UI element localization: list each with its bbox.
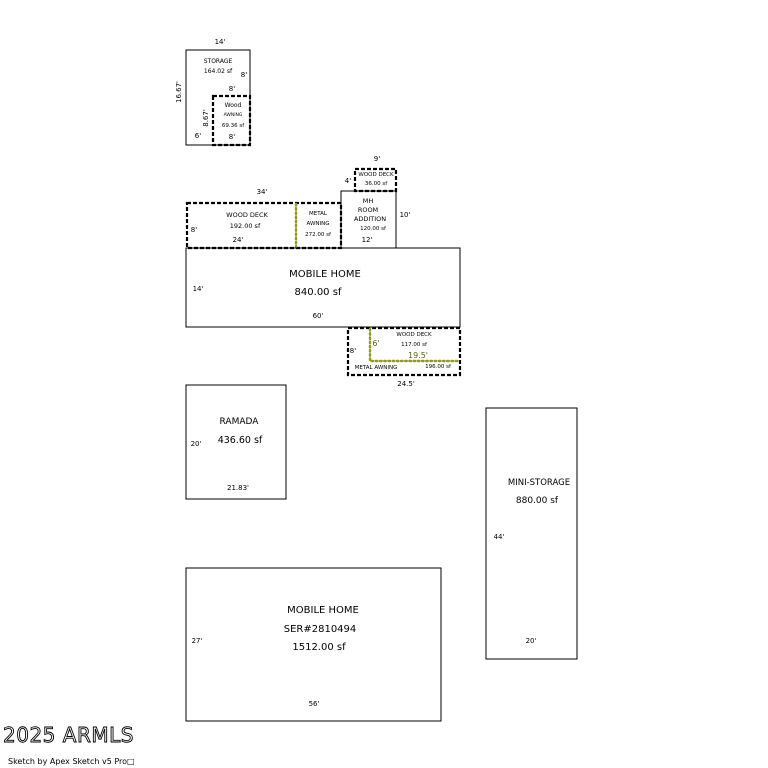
- room-addition-dim-bottom: 12': [362, 236, 373, 244]
- wood-awning-area: Wood AWNING 69.36 sf 8.67' 8': [202, 94, 252, 147]
- metal-awning-top-area: METAL AWNING 272.00 sf: [305, 211, 332, 238]
- wood-deck-right-area: WOOD DECK 117.00 sf 6' 19.5' 8' 24.5': [346, 326, 462, 388]
- wood-deck-right-dim-inner: 6': [372, 339, 379, 348]
- wood-deck-small-dim-top: 9': [374, 155, 380, 163]
- mini-storage-area: MINI-STORAGE 880.00 sf 44' 20': [485, 407, 578, 660]
- wood-awning-dim-bottom: 8': [229, 133, 235, 141]
- wood-awning-dim-left: 8.67': [202, 109, 210, 127]
- mini-storage-area-label: 880.00 sf: [516, 496, 559, 506]
- footer-credit: Sketch by Apex Sketch v5 Pro□: [8, 757, 135, 766]
- room-addition-area-label: 120.00 sf: [360, 226, 387, 232]
- storage-dim-left: 16.67': [175, 81, 183, 103]
- metal-awning-top-name: METAL: [309, 211, 328, 217]
- wood-deck-left-dim-bottom: 24': [233, 236, 244, 244]
- metal-awning-bottom-area: METAL AWNING 196.00 sf: [355, 364, 452, 371]
- wood-deck-left-area-label: 192.00 sf: [230, 222, 261, 230]
- wood-deck-right-area-label: 117.00 sf: [401, 342, 428, 348]
- ramada-area: RAMADA 436.60 sf 20' 21.83': [185, 384, 287, 500]
- metal-awning-top-area-label: 272.00 sf: [305, 232, 332, 238]
- mobile-home-1-area: MOBILE HOME 840.00 sf 14' 60': [185, 247, 461, 328]
- wood-deck-small-area-label: 36.00 sf: [365, 181, 388, 187]
- mobile-home-2-name: MOBILE HOME: [287, 605, 359, 616]
- wood-deck-right-dim-bottom: 24.5': [397, 380, 415, 388]
- ramada-outline: [185, 384, 287, 500]
- wood-awning-name: Wood: [225, 102, 242, 109]
- mobile-home-1-dim-bottom: 60': [313, 312, 324, 320]
- storage-name: STORAGE: [204, 58, 233, 65]
- wood-deck-right-dotted-line: [368, 327, 461, 363]
- mobile-home-2-dim-bottom: 56': [309, 700, 320, 708]
- mini-storage-dim-left: 44': [494, 533, 505, 541]
- wood-deck-left-dim-top: 34': [257, 188, 268, 196]
- wood-deck-small-area: 9' 4' WOOD DECK 36.00 sf: [345, 155, 398, 193]
- wood-deck-left-dim-left: 8': [191, 226, 197, 234]
- mobile-home-2-outline: [185, 567, 442, 722]
- metal-awning-bottom-area-label: 196.00 sf: [425, 364, 452, 370]
- mobile-home-1-area-label: 840.00 sf: [295, 287, 342, 298]
- armls-watermark: 2025 ARMLS: [3, 723, 134, 747]
- mobile-home-2-area-label: 1512.00 sf: [292, 642, 346, 653]
- mobile-home-1-outline: [185, 247, 461, 328]
- room-addition-name: MH: [363, 197, 374, 205]
- metal-awning-bottom-name: METAL AWNING: [355, 365, 398, 371]
- room-addition-dim-right: 10': [400, 211, 411, 219]
- room-addition-name2: ROOM: [358, 206, 378, 214]
- wood-awning-name2: AWNING: [224, 112, 243, 118]
- wood-deck-right-dim-green: 19.5': [408, 351, 428, 360]
- storage-area-label: 164.02 sf: [204, 68, 233, 75]
- wood-awning-outline: [211, 94, 252, 147]
- wood-deck-small-name: WOOD DECK: [358, 172, 394, 178]
- wood-deck-small-dim-left: 4': [345, 177, 351, 185]
- mini-storage-name: MINI-STORAGE: [508, 478, 570, 488]
- mobile-home-1-name: MOBILE HOME: [289, 269, 361, 280]
- room-addition-name3: ADDITION: [354, 215, 386, 223]
- ramada-dim-bottom: 21.83': [227, 484, 249, 492]
- wood-deck-right-outline: [346, 326, 462, 377]
- mobile-home-1-dim-left: 14': [193, 285, 204, 293]
- wood-deck-left-area: 34' WOOD DECK 192.00 sf 8' 24': [185, 188, 343, 250]
- storage-dim-inner-top: 8': [229, 85, 235, 93]
- storage-dim-top: 14': [215, 38, 226, 46]
- ramada-name: RAMADA: [220, 417, 260, 427]
- mobile-home-2-serial: SER#2810494: [284, 624, 357, 635]
- room-addition-area: MH ROOM ADDITION 120.00 sf 10' 12': [340, 190, 411, 249]
- wood-deck-right-name: WOOD DECK: [396, 332, 432, 338]
- mobile-home-2-dim-left: 27': [192, 637, 203, 645]
- storage-dim-inner-right: 8': [241, 71, 247, 79]
- mini-storage-dim-bottom: 20': [526, 637, 537, 645]
- ramada-area-label: 436.60 sf: [218, 435, 263, 446]
- mini-storage-outline: [485, 407, 578, 660]
- ramada-dim-left: 20': [191, 440, 202, 448]
- wood-deck-right-dim-left: 8': [350, 347, 356, 355]
- wood-deck-small-outline: [353, 167, 398, 193]
- metal-awning-top-name2: AWNING: [306, 221, 329, 227]
- wood-awning-area-label: 69.36 sf: [222, 123, 245, 129]
- wood-deck-left-name: WOOD DECK: [226, 211, 268, 219]
- mobile-home-2-area: MOBILE HOME SER#2810494 1512.00 sf 27' 5…: [185, 567, 442, 722]
- storage-dim-bottom-left: 6': [195, 132, 201, 140]
